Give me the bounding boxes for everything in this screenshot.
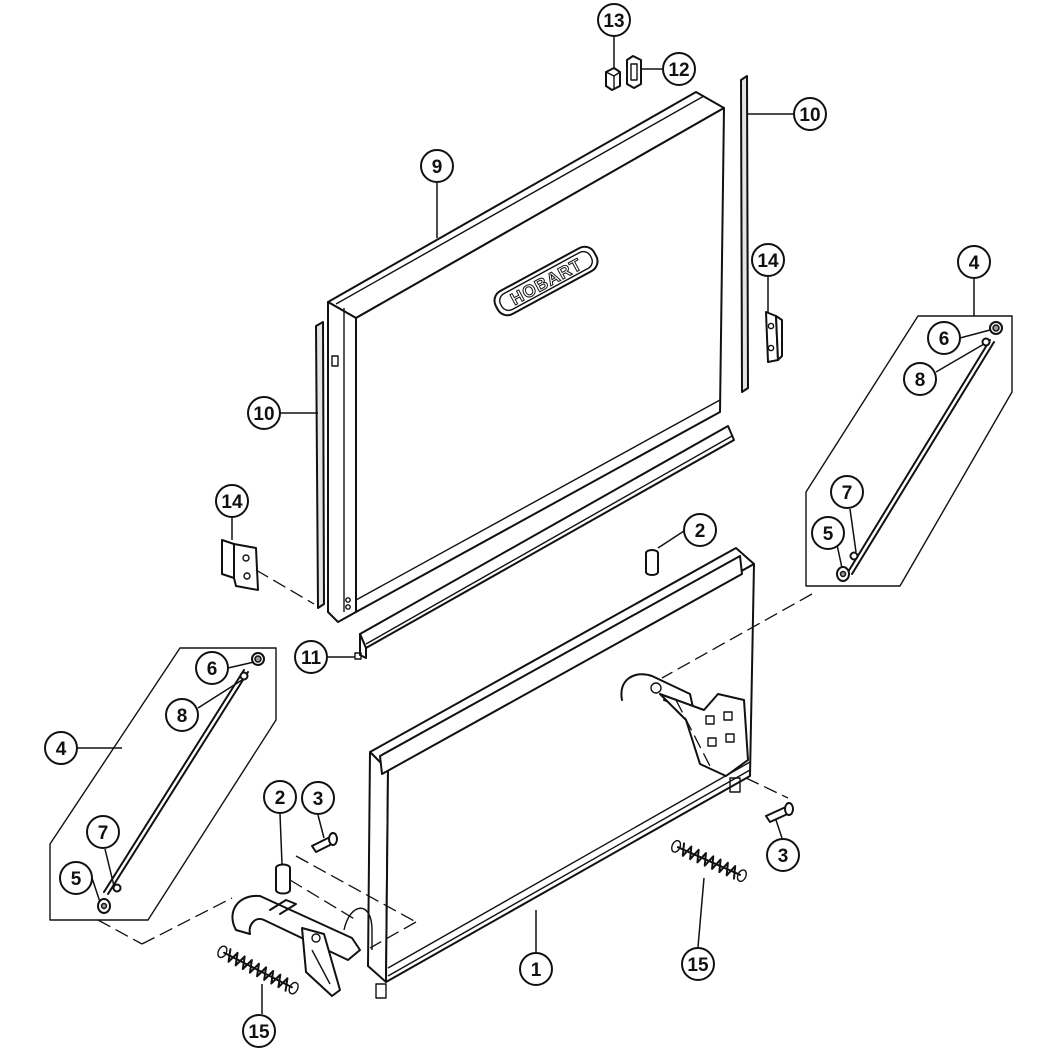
seal-strip-right [740,75,749,393]
callout-label: 13 [603,11,624,32]
shoulder-bolt-left [311,832,338,853]
hinge-bracket-left [221,539,259,591]
callout-balloon-12: 12 [662,52,696,86]
callout-balloon-10-right: 10 [793,97,827,131]
callout-label: 14 [757,251,779,272]
callout-balloon-4-right: 4 [957,245,991,279]
callout-label: 2 [695,521,706,542]
callout-balloon-2-upper: 2 [683,513,717,547]
callout-label: 2 [275,788,286,809]
pin-upper [645,549,659,576]
callout-label: 4 [969,253,980,274]
callout-label: 11 [301,648,322,669]
callout-balloon-3-left: 3 [301,781,335,815]
callout-balloon-14-right: 14 [751,243,785,277]
callout-label: 14 [221,492,243,513]
callout-label: 8 [915,370,926,391]
pin-lower [275,863,291,895]
rod-assembly-right-detail [805,315,1013,587]
lower-door-panel [367,547,755,999]
callout-label: 6 [207,659,218,680]
callout-label: 12 [668,60,689,81]
callout-label: 5 [71,869,82,890]
callout-label: 15 [687,955,709,976]
assembly-dashed-lines [97,569,813,949]
callout-balloon-3-right: 3 [766,838,800,872]
callout-balloon-8-left: 8 [165,698,199,732]
callout-label: 8 [177,706,188,727]
spring-left [217,945,299,995]
shoulder-bolt-right [765,802,794,823]
callout-balloon-13: 13 [597,3,631,37]
upper-door-panel [327,91,725,623]
callout-label: 7 [98,823,109,844]
callout-label: 15 [248,1022,270,1043]
callout-balloon-5-right: 5 [811,516,845,550]
lower-door-hinge-plate [620,673,749,777]
latch-clip [626,55,642,89]
callout-label: 9 [432,157,443,178]
rubber-block [605,67,621,91]
callout-balloon-15-right: 15 [681,947,715,981]
callout-label: 6 [939,329,950,350]
callout-label: 1 [531,960,542,981]
callout-label: 3 [313,789,324,810]
callout-label: 4 [56,739,67,760]
callout-balloon-6-right: 6 [927,321,961,355]
callout-balloon-9: 9 [420,149,454,183]
callout-balloon-2-lower: 2 [263,780,297,814]
callout-label: 7 [842,483,853,504]
callout-balloon-10-left: 10 [247,396,281,430]
callout-label: 10 [253,404,274,425]
callout-balloon-7-left: 7 [86,815,120,849]
callout-balloon-15-left: 15 [242,1014,276,1048]
callout-balloon-8-right: 8 [903,362,937,396]
hinge-arm-left [231,894,373,997]
bottom-channel [354,425,735,660]
callout-balloon-5-left: 5 [59,861,93,895]
callout-label: 3 [778,846,789,867]
spring-right [671,839,747,883]
seal-strip-left [315,321,325,609]
callout-balloon-6-left: 6 [195,651,229,685]
callout-balloon-11: 11 [294,640,328,674]
callout-balloon-4-left: 4 [44,731,78,765]
callout-label: 5 [823,524,834,545]
callout-balloon-14-left: 14 [215,484,249,518]
callout-balloon-1: 1 [519,952,553,986]
callout-label: 10 [799,105,820,126]
hinge-bracket-right [765,311,783,363]
rod-assembly-left-detail [49,647,277,921]
callout-balloon-7-right: 7 [830,475,864,509]
